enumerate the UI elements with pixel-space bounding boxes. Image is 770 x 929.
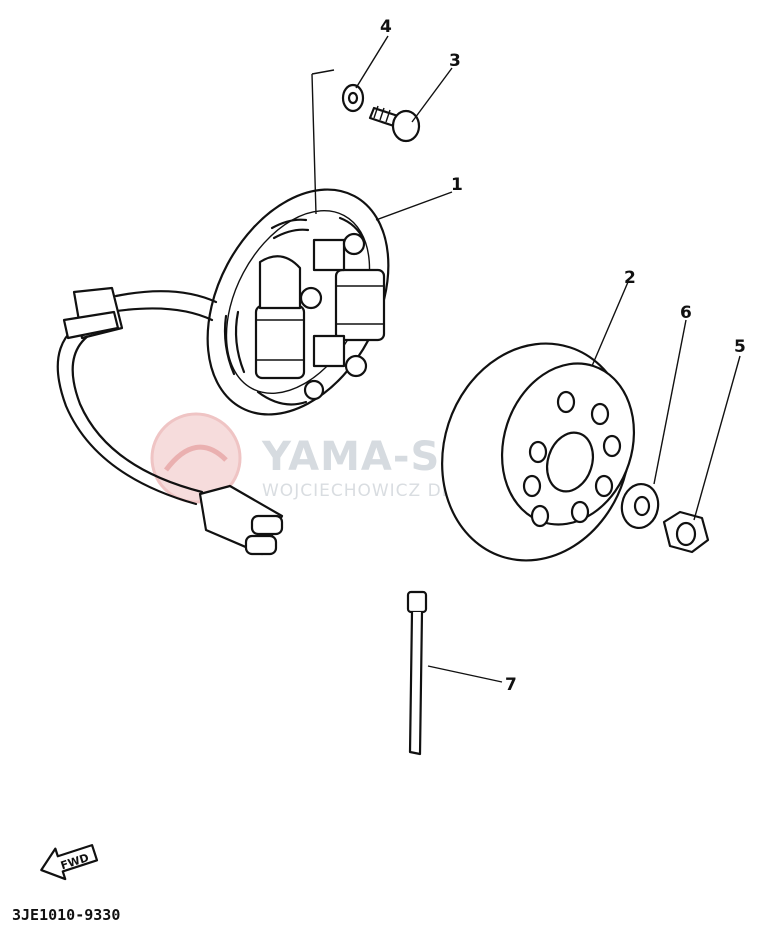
part-3-screw bbox=[368, 105, 421, 143]
callout-labels: 4 3 1 2 6 5 7 bbox=[380, 17, 746, 695]
part-1-stator bbox=[56, 188, 390, 556]
part-4-washer bbox=[341, 83, 365, 113]
part-7-cable-tie bbox=[406, 590, 428, 756]
callout-2: 2 bbox=[624, 268, 636, 288]
part-2-rotor bbox=[441, 342, 636, 562]
callout-4: 4 bbox=[380, 17, 392, 37]
part-5-nut bbox=[662, 510, 710, 554]
callout-1: 1 bbox=[451, 175, 463, 195]
callout-3: 3 bbox=[449, 51, 461, 71]
callout-6: 6 bbox=[680, 303, 692, 323]
watermark-logo bbox=[150, 412, 242, 504]
leader-lines bbox=[311, 35, 741, 683]
drawing-code: 3JE1010-9330 bbox=[12, 906, 120, 924]
fwd-arrow: FWD bbox=[40, 844, 99, 881]
callout-5: 5 bbox=[734, 337, 746, 357]
watermark-subtitle: WOJCIECHOWICZ DEA bbox=[262, 481, 466, 501]
part-6-washer bbox=[620, 483, 660, 529]
callout-7: 7 bbox=[505, 675, 517, 695]
fwd-arrow-icon bbox=[40, 844, 99, 881]
